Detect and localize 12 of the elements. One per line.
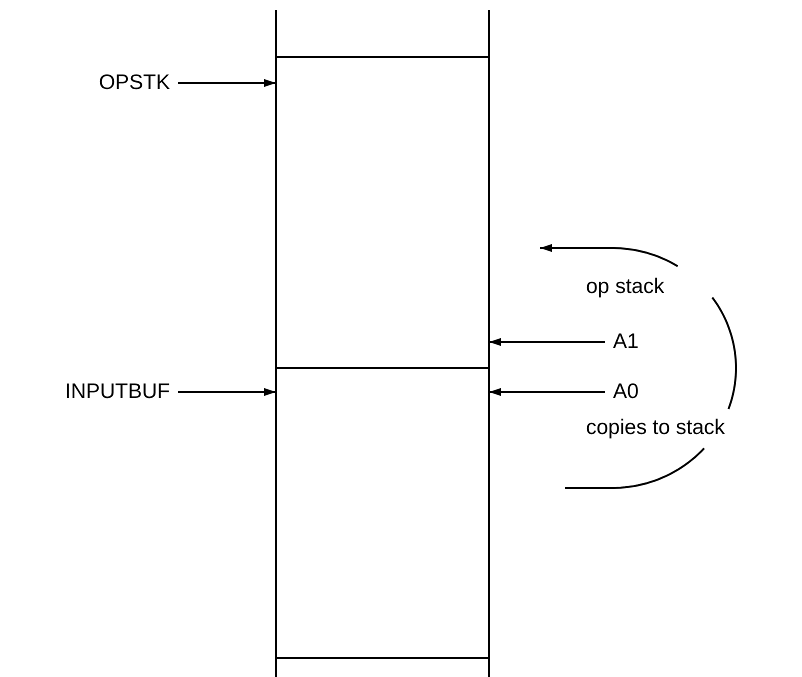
pointer-label: A0 bbox=[613, 380, 653, 404]
annotation-text: op stack bbox=[586, 275, 664, 299]
memory-region bbox=[275, 367, 490, 659]
annotation-text: copies to stack bbox=[586, 416, 725, 440]
arrow bbox=[178, 388, 276, 396]
arrow bbox=[489, 388, 605, 396]
pointer-label: INPUTBUF bbox=[0, 380, 170, 404]
arrow bbox=[489, 338, 605, 346]
pointer-label: A1 bbox=[613, 330, 653, 354]
arrow bbox=[178, 79, 276, 87]
memory-region bbox=[275, 56, 490, 369]
pointer-label: OPSTK bbox=[60, 71, 170, 95]
